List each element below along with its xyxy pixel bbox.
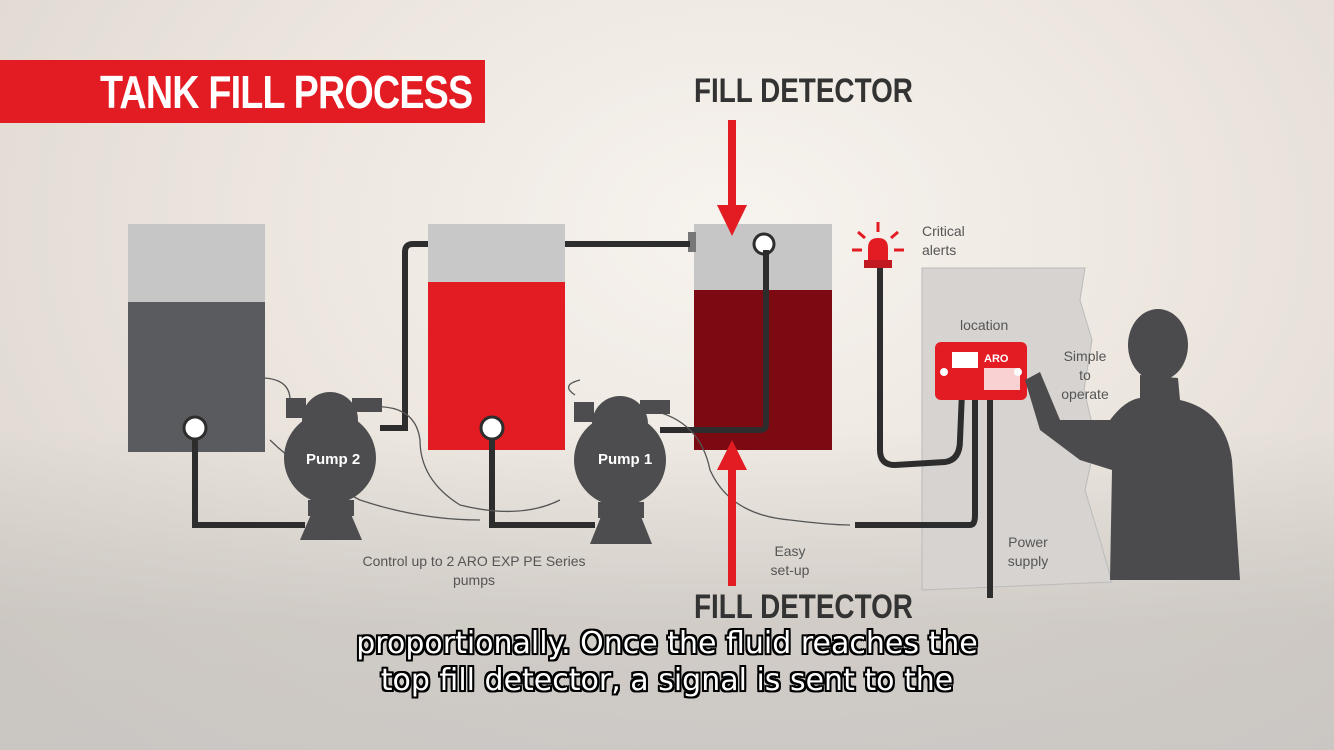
floor-shade bbox=[0, 430, 1334, 750]
tank-gray bbox=[128, 224, 265, 452]
title-banner bbox=[0, 60, 485, 123]
alarm-beacon-icon bbox=[852, 222, 904, 268]
operator-silhouette bbox=[1025, 309, 1240, 580]
pump-1-body bbox=[574, 396, 670, 544]
subtitle-line-1: proportionally. Once the fluid reaches t… bbox=[356, 626, 978, 661]
tank-dark-red bbox=[688, 224, 832, 450]
pump-2-label: Pump 2 bbox=[306, 451, 361, 468]
tank-red bbox=[428, 224, 565, 450]
pump-1-label: Pump 1 bbox=[598, 451, 653, 468]
pipes bbox=[192, 241, 993, 598]
controller-brand-logo: ARO bbox=[984, 353, 1009, 365]
pump-2-body bbox=[284, 392, 382, 540]
arrow-bottom bbox=[717, 440, 747, 586]
arrow-top bbox=[717, 120, 747, 236]
page-title: TANK FILL PROCESS bbox=[100, 66, 473, 118]
fill-detector-top-label: FILL DETECTOR bbox=[694, 72, 913, 110]
controller-unit bbox=[935, 342, 1027, 400]
fill-detector-bottom-label: FILL DETECTOR bbox=[694, 588, 913, 626]
location-label: location bbox=[960, 317, 1009, 333]
subtitle-line-2: top fill detector, a signal is sent to t… bbox=[380, 663, 954, 698]
